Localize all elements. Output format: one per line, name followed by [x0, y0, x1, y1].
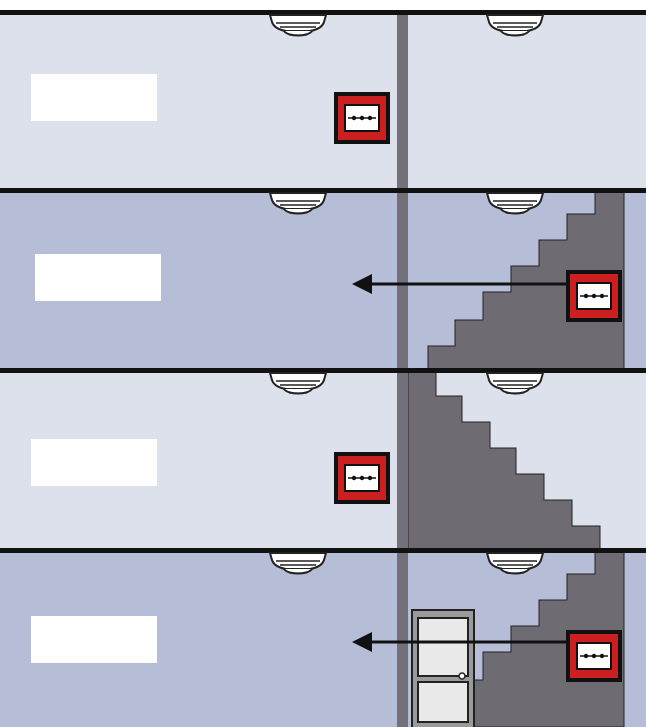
- slab-top: [0, 10, 646, 15]
- slab-floor-2: [0, 368, 646, 373]
- manual-call-point-icon: [333, 91, 391, 145]
- evacuation-arrow-floor-4: [352, 632, 572, 652]
- manual-call-point-icon: [333, 451, 391, 505]
- evacuation-arrow-floor-2: [352, 274, 572, 294]
- door-icon: [411, 609, 475, 727]
- slab-floor-3: [0, 548, 646, 553]
- floor-4-label-box: [31, 616, 157, 663]
- stairwell-floor-3: [407, 369, 601, 551]
- floor-2-label-box: [35, 254, 161, 301]
- manual-call-point-icon: [565, 629, 623, 683]
- manual-call-point-icon: [565, 269, 623, 323]
- floor-3-label-box: [31, 439, 157, 486]
- slab-floor-1: [0, 188, 646, 193]
- floor-1-label-box: [31, 74, 157, 121]
